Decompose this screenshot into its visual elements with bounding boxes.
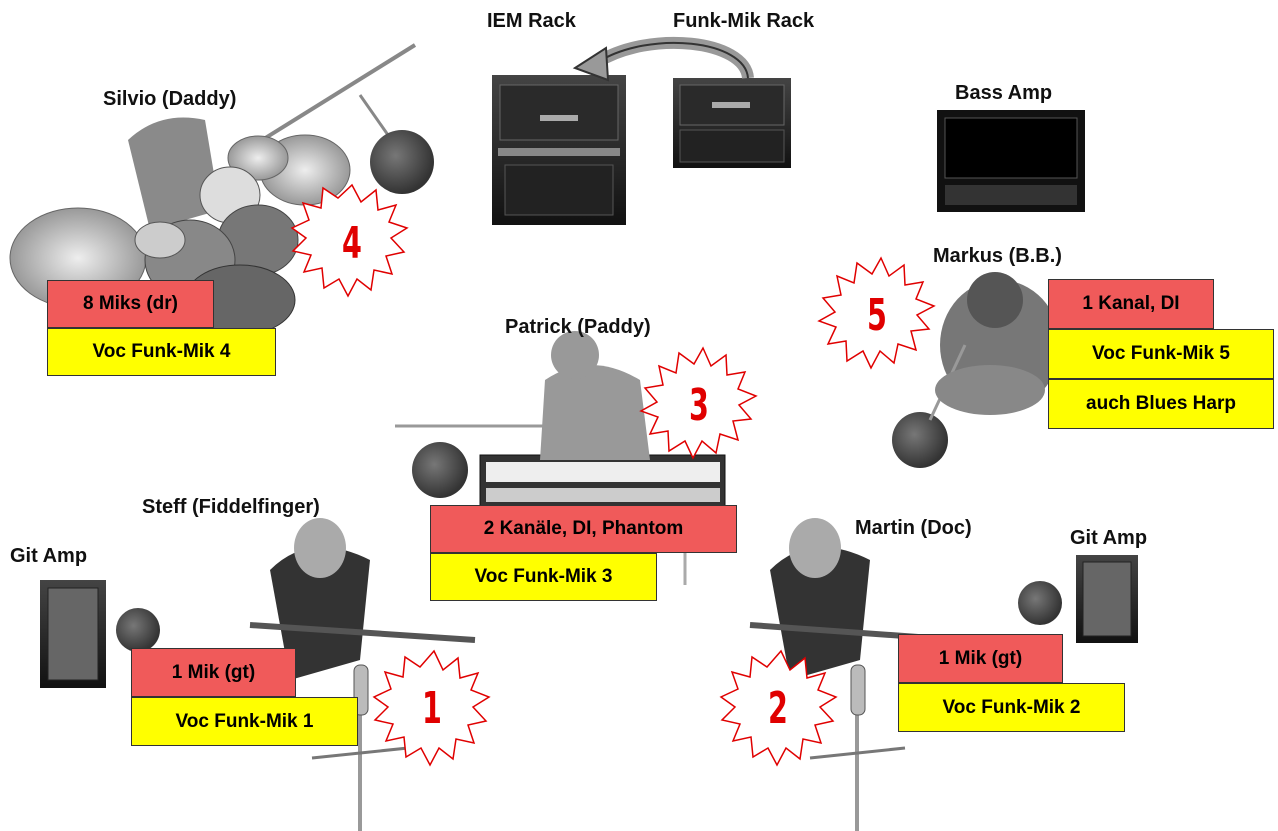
channel-box-patrick: 2 Kanäle, DI, Phantom <box>430 505 737 553</box>
channel-box-markus: 1 Kanal, DI <box>1048 279 1214 329</box>
vocal-box-markus: Voc Funk-Mik 5 <box>1048 329 1274 379</box>
channel-box-steff: 1 Mik (gt) <box>131 648 296 697</box>
channel-box-silvio: 8 Miks (dr) <box>47 280 214 328</box>
performer-number-5: 5 <box>867 290 887 341</box>
vocal-box-martin: Voc Funk-Mik 2 <box>898 683 1125 732</box>
git-amp-right-label: Git Amp <box>1070 527 1148 549</box>
performer-number-1: 1 <box>422 683 442 734</box>
starburst-2 <box>719 649 838 767</box>
git-amp-right <box>1018 555 1138 643</box>
vocal-box-silvio: Voc Funk-Mik 4 <box>47 328 276 376</box>
starburst-1 <box>372 649 491 767</box>
performer-name-steff: Steff (Fiddelfinger) <box>142 496 320 518</box>
performer-name-markus: Markus (B.B.) <box>933 245 1062 267</box>
funk-mik-rack-label: Funk-Mik Rack <box>673 10 815 32</box>
iem-rack <box>492 75 626 225</box>
note-box-markus: auch Blues Harp <box>1048 379 1274 429</box>
performer-number-4: 4 <box>342 218 362 269</box>
funk-mik-rack <box>673 78 791 168</box>
performer-number-3: 3 <box>689 380 709 431</box>
keyboard-player <box>395 331 726 585</box>
git-amp-left <box>40 580 160 688</box>
starburst-3 <box>639 346 758 460</box>
channel-box-martin: 1 Mik (gt) <box>898 634 1063 683</box>
starburst-4 <box>290 183 409 298</box>
arrow-icon <box>572 36 754 82</box>
git-amp-left-label: Git Amp <box>10 545 88 567</box>
bass-amp <box>937 110 1085 212</box>
bass-amp-label: Bass Amp <box>955 82 1053 104</box>
vocal-box-patrick: Voc Funk-Mik 3 <box>430 553 657 601</box>
performer-name-martin: Martin (Doc) <box>855 517 972 539</box>
guitar-player-right <box>749 518 961 831</box>
performer-number-2: 2 <box>768 683 788 734</box>
vocal-box-steff: Voc Funk-Mik 1 <box>131 697 358 746</box>
bass-player <box>892 272 1060 468</box>
iem-rack-label: IEM Rack <box>487 10 576 32</box>
starburst-5 <box>817 256 936 370</box>
performer-name-silvio: Silvio (Daddy) <box>103 88 237 110</box>
performer-name-patrick: Patrick (Paddy) <box>505 316 651 338</box>
